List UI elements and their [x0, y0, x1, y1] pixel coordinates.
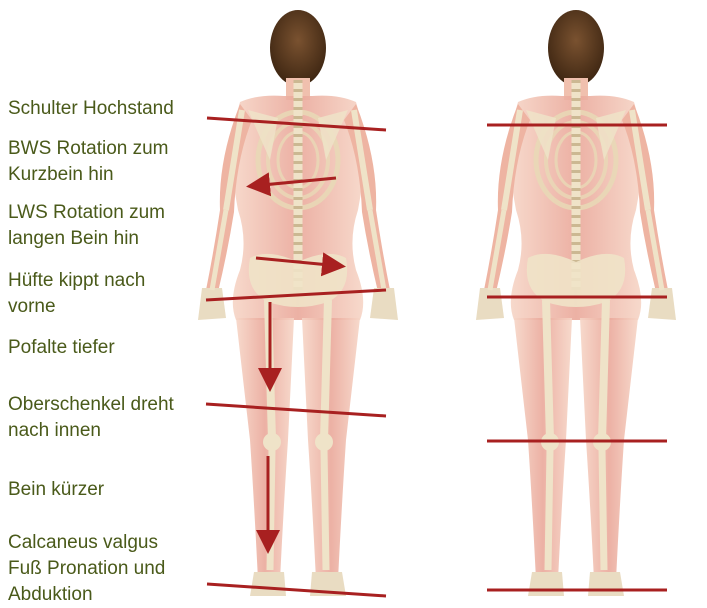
annotation-foot: Calcaneus valgus Fuß Pronation und Abduk…: [8, 530, 165, 608]
annotation-line: vorne: [8, 294, 145, 320]
annotation-leg: Bein kürzer: [8, 477, 104, 503]
thigh-rotation-line: [206, 404, 386, 416]
annotation-bws: BWS Rotation zum Kurzbein hin: [8, 136, 169, 188]
annotation-line: Abduktion: [8, 582, 165, 608]
annotation-buttock-fold: Pofalte tiefer: [8, 335, 115, 361]
annotation-line: nach innen: [8, 418, 174, 444]
annotation-line: Oberschenkel dreht: [8, 392, 174, 418]
figure-normal-posture: [476, 10, 676, 596]
annotation-line: Calcaneus valgus: [8, 530, 165, 556]
annotation-line: Fuß Pronation und: [8, 556, 165, 582]
annotation-line: Schulter Hochstand: [8, 96, 174, 122]
annotation-shoulder: Schulter Hochstand: [8, 96, 174, 122]
annotation-line: Kurzbein hin: [8, 162, 169, 188]
annotation-lws: LWS Rotation zum langen Bein hin: [8, 200, 165, 252]
figure-faulty-posture: [198, 10, 398, 596]
annotation-thigh: Oberschenkel dreht nach innen: [8, 392, 174, 444]
annotation-line: Bein kürzer: [8, 477, 104, 503]
annotation-line: LWS Rotation zum: [8, 200, 165, 226]
annotation-hip: Hüfte kippt nach vorne: [8, 268, 145, 320]
annotation-line: langen Bein hin: [8, 226, 165, 252]
foot-line: [207, 584, 386, 596]
annotation-line: BWS Rotation zum: [8, 136, 169, 162]
annotation-line: Hüfte kippt nach: [8, 268, 145, 294]
annotation-line: Pofalte tiefer: [8, 335, 115, 361]
